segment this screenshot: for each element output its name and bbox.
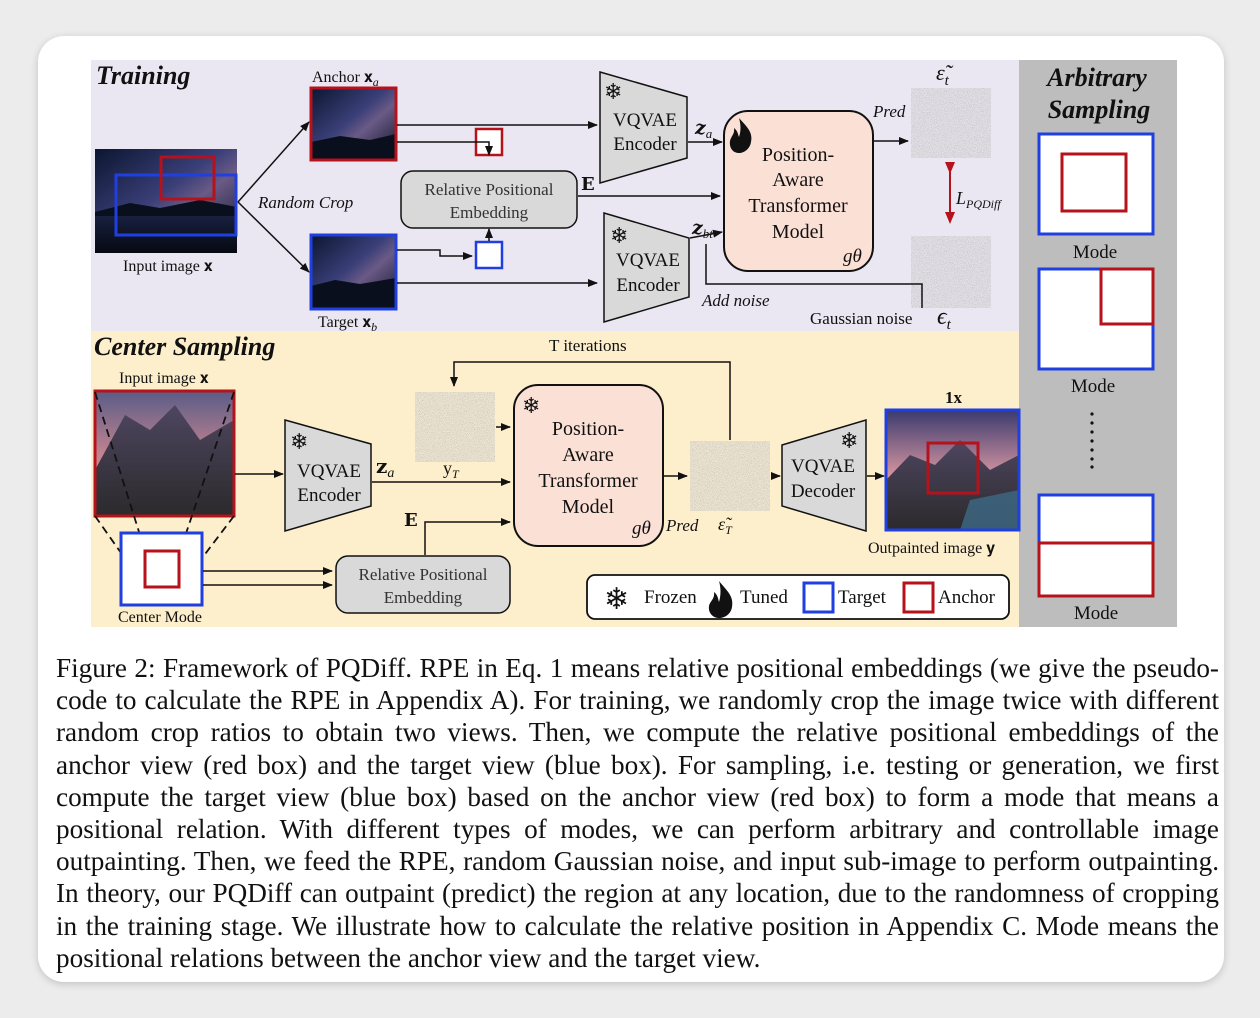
gaussian-noise-image xyxy=(911,236,991,308)
legend-flame-icon xyxy=(708,581,733,618)
center-g-theta: gθ xyxy=(632,518,651,539)
pqdiff-framework-diagram: Training Input image 𝐱 Random Crop Ancho… xyxy=(91,60,1177,627)
add-noise-label: Add noise xyxy=(701,291,770,310)
center-transformer-line3: Transformer xyxy=(538,470,638,492)
training-title: Training xyxy=(96,61,190,90)
legend-target: Target xyxy=(838,587,887,608)
center-transformer-line2: Aware xyxy=(562,444,614,466)
training-pred-label: Pred xyxy=(872,102,906,121)
training-za-label: 𝒛a xyxy=(694,118,713,141)
target-label: Target 𝐱b xyxy=(318,314,377,334)
t-iterations-label: T iterations xyxy=(549,336,627,355)
center-decoder-line2: Decoder xyxy=(791,481,856,502)
mode-2-label: Mode xyxy=(1071,376,1115,397)
center-mode-anchor xyxy=(143,549,181,589)
predicted-noise-image xyxy=(911,88,991,158)
arbitrary-title-line1: Arbitrary xyxy=(1045,63,1147,92)
center-input-image xyxy=(93,389,236,518)
scale-label: 1x xyxy=(945,388,963,407)
center-decoder xyxy=(781,418,867,533)
mode-2 xyxy=(1037,267,1155,371)
center-encoder-line2: Encoder xyxy=(297,485,361,506)
snowflake-icon: ❄ xyxy=(610,223,628,248)
legend-snowflake-icon: ❄ xyxy=(604,583,629,616)
loss-label: LPQDiff xyxy=(955,188,1002,211)
mode-3-label: Mode xyxy=(1074,603,1118,624)
target-crop-icon xyxy=(474,240,504,270)
anchor-image xyxy=(309,86,398,162)
vertical-ellipsis-icon xyxy=(1090,412,1094,469)
center-input-label: Input image 𝐱 xyxy=(119,370,209,387)
legend-tuned: Tuned xyxy=(740,587,788,608)
snowflake-icon: ❄ xyxy=(840,428,858,453)
legend: ❄ Frozen Tuned Target Anchor xyxy=(586,574,1010,620)
yt-noise-image xyxy=(415,392,495,462)
center-transformer-line1: Position- xyxy=(552,418,624,440)
mode-3 xyxy=(1037,493,1155,598)
mode-1-label: Mode xyxy=(1073,242,1117,263)
mode-1 xyxy=(1037,132,1155,236)
training-rpe-line1: Relative Positional xyxy=(425,180,554,199)
training-transformer-line4: Model xyxy=(772,221,825,243)
figure-caption: Figure 2: Framework of PQDiff. RPE in Eq… xyxy=(56,652,1219,974)
flame-icon xyxy=(729,118,752,153)
legend-frozen: Frozen xyxy=(644,587,697,608)
training-encoder-a-line1: VQVAE xyxy=(613,110,677,131)
center-decoder-line1: VQVAE xyxy=(791,456,855,477)
training-encoder-b xyxy=(603,211,690,324)
training-input-image xyxy=(95,149,238,253)
center-mode-label: Center Mode xyxy=(118,609,202,626)
center-za-label: 𝐳a xyxy=(376,456,394,481)
anchor-label: Anchor 𝐱a xyxy=(312,69,379,89)
random-crop-label: Random Crop xyxy=(257,193,353,212)
center-transformer xyxy=(513,384,664,547)
legend-target-swatch xyxy=(802,581,835,614)
center-encoder-line1: VQVAE xyxy=(297,461,361,482)
yt-label: yT xyxy=(443,458,460,481)
center-rpe-box xyxy=(335,555,511,614)
eps-t-label: ϵt xyxy=(937,304,952,333)
center-transformer-line4: Model xyxy=(562,496,615,518)
training-transformer xyxy=(723,110,874,272)
outpainted-image xyxy=(884,408,1021,532)
outpainted-label: Outpainted image 𝐲 xyxy=(868,540,995,557)
training-encoder-a xyxy=(599,71,688,184)
training-rpe-box xyxy=(400,170,578,229)
training-e-label: 𝐄 xyxy=(581,174,595,194)
center-e-label: 𝐄 xyxy=(404,510,418,530)
legend-anchor: Anchor xyxy=(938,587,996,608)
center-rpe-line2: Embedding xyxy=(384,588,463,607)
training-transformer-line2: Aware xyxy=(772,169,824,191)
center-rpe-line1: Relative Positional xyxy=(359,565,488,584)
snowflake-icon: ❄ xyxy=(604,79,622,104)
training-encoder-b-line2: Encoder xyxy=(616,275,680,296)
center-pred-label: Pred xyxy=(665,516,699,535)
arbitrary-title-line2: Sampling xyxy=(1048,95,1151,124)
gaussian-noise-label: Gaussian noise xyxy=(810,309,912,328)
center-encoder xyxy=(284,419,372,532)
center-title: Center Sampling xyxy=(94,332,275,361)
training-input-label: Input image 𝐱 xyxy=(123,258,213,275)
snowflake-icon: ❄ xyxy=(522,393,540,418)
training-rpe-line2: Embedding xyxy=(450,203,529,222)
caption-text: Figure 2: Framework of PQDiff. RPE in Eq… xyxy=(56,653,1219,973)
training-transformer-line3: Transformer xyxy=(748,195,848,217)
training-transformer-line1: Position- xyxy=(762,144,834,166)
center-predicted-noise xyxy=(690,441,770,511)
legend-anchor-swatch xyxy=(902,581,935,614)
training-encoder-b-line1: VQVAE xyxy=(616,250,680,271)
snowflake-icon: ❄ xyxy=(290,429,308,454)
training-encoder-a-line2: Encoder xyxy=(613,134,677,155)
target-image xyxy=(309,233,398,311)
training-g-theta: gθ xyxy=(843,246,862,267)
training-zb-label: 𝒛bt xyxy=(691,218,713,241)
